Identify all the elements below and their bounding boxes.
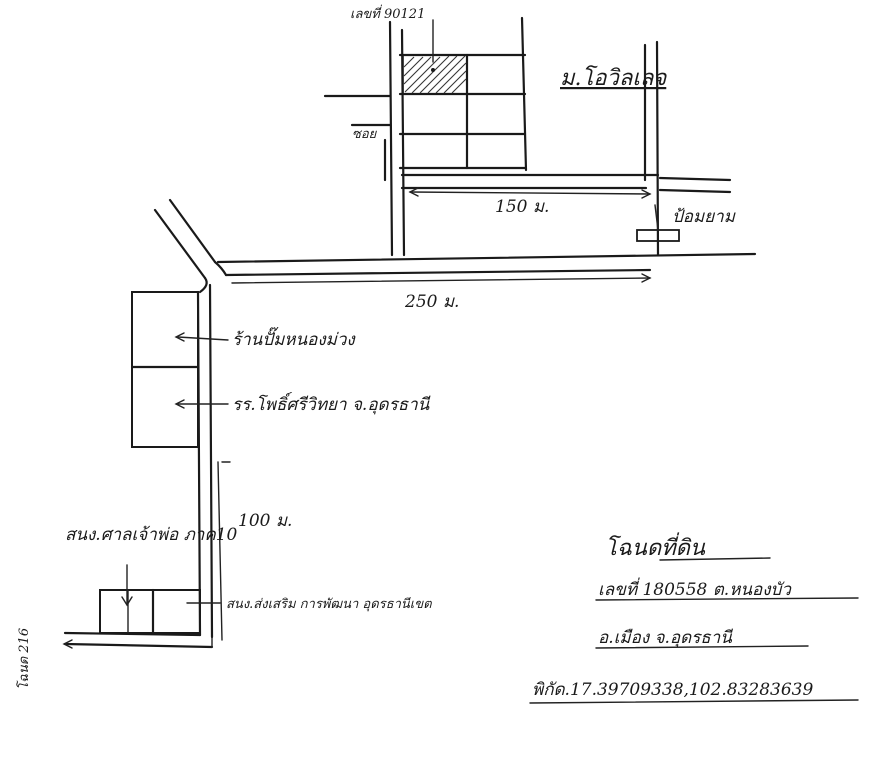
target-plot-hatched: [402, 19, 468, 95]
label-dist-150: 150 ม.: [495, 197, 549, 217]
village-plot-grid: [323, 16, 732, 257]
label-side-note: โฉนด 216: [16, 628, 32, 690]
main-road-horizontal: [216, 252, 757, 284]
deed-info-block: โฉนดที่ดิน เลขที่ 180558 ต.หนองบัว อ.เมื…: [529, 532, 859, 704]
bottom-building-blocks: [99, 564, 221, 635]
label-shop: ร้านปั๊มหนองม่วง: [232, 327, 356, 350]
label-school: รร.โพธิ์ศรีวิทยา จ.อุดรธานี: [232, 392, 431, 415]
bottom-road: [62, 631, 214, 649]
label-dist-100: 100 ม.: [238, 511, 292, 531]
label-office: สนง.ส่งเสริม การพัฒนา อุดรธานีเขต: [226, 596, 432, 612]
label-village: ม.โอวิลเลจ: [560, 65, 667, 91]
label-gate: ป้อมยาม: [672, 207, 736, 227]
deed-line-coords: พิกัด.17.39709338,102.83283639: [532, 680, 813, 700]
label-dist-250: 250 ม.: [404, 292, 459, 312]
label-side-road: ซอย: [352, 127, 378, 142]
label-land-no-top: เลขที่ 90121: [350, 4, 425, 22]
label-health-center: สนง.ศาลเจ้าพ่อ ภาค10: [65, 525, 238, 545]
deed-title: โฉนดที่ดิน: [605, 532, 706, 561]
dimension-150m: [408, 187, 652, 199]
deed-line-district: อ.เมือง จ.อุดรธานี: [598, 628, 734, 648]
deed-line-number: เลขที่ 180558 ต.หนองบัว: [598, 577, 792, 600]
diagonal-road: [153, 198, 228, 294]
left-building-blocks: [130, 291, 200, 448]
